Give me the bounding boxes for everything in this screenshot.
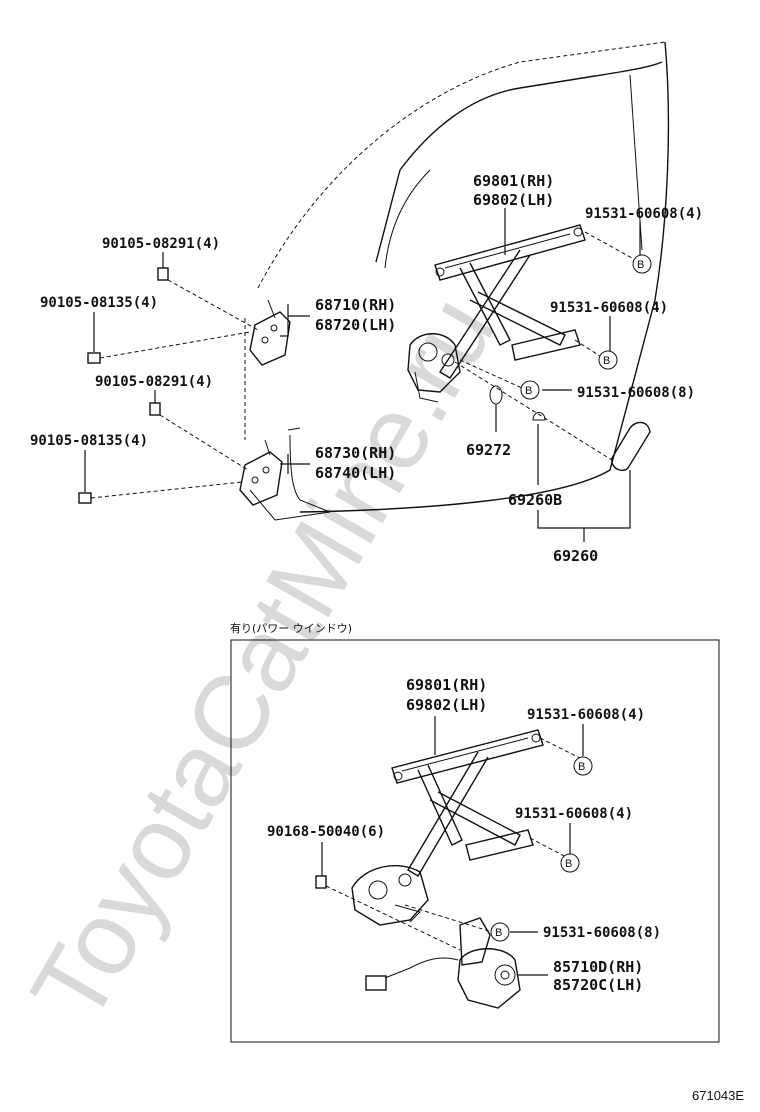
svg-text:B: B <box>603 355 610 367</box>
label-regulator-lh: 69802(LH) <box>473 191 554 209</box>
upper-hinge <box>249 299 291 366</box>
label-hinge-bolt-1: 90105-08291(4) <box>102 236 220 252</box>
window-regulator-upper <box>407 224 586 403</box>
leaders-power <box>321 716 584 976</box>
label-handle-assy: 69260 <box>553 547 598 565</box>
b-marker-4: B <box>573 756 593 776</box>
label-motor-lh: 85720C(LH) <box>553 976 643 994</box>
label-upper-hinge-rh: 68710(RH) <box>315 296 396 314</box>
figure-code: 671043E <box>692 1088 744 1103</box>
door-outline <box>244 41 670 521</box>
power-window-caption: 有り(パワー ウインドウ) <box>230 621 352 635</box>
label-lower-hinge-rh: 68730(RH) <box>315 444 396 462</box>
label-lower-hinge-lh: 68740(LH) <box>315 464 396 482</box>
svg-text:B: B <box>525 385 532 397</box>
power-screw <box>315 875 461 951</box>
power-window-frame <box>230 639 720 1043</box>
label-bolt-lower-right: 91531-60608(8) <box>577 385 695 401</box>
label-hinge-bolt-4: 90105-08135(4) <box>30 433 148 449</box>
label-pw-screw: 90168-50040(6) <box>267 824 385 840</box>
label-hinge-bolt-2: 90105-08135(4) <box>40 295 158 311</box>
label-motor-rh: 85710D(RH) <box>553 958 643 976</box>
label-bolt-mid-right: 91531-60608(4) <box>550 300 668 316</box>
label-pw-bolt-mid: 91531-60608(4) <box>515 806 633 822</box>
window-handle <box>454 361 651 472</box>
svg-text:B: B <box>637 259 644 271</box>
label-pw-regulator-lh: 69802(LH) <box>406 696 487 714</box>
window-regulator-power <box>351 729 544 926</box>
label-hinge-bolt-3: 90105-08291(4) <box>95 374 213 390</box>
label-pw-bolt-lower: 91531-60608(8) <box>543 925 661 941</box>
label-upper-hinge-lh: 68720(LH) <box>315 316 396 334</box>
svg-text:B: B <box>495 927 502 939</box>
label-pw-regulator-rh: 69801(RH) <box>406 676 487 694</box>
leaders-upper <box>84 208 641 542</box>
b-marker-3: B <box>520 380 540 400</box>
watermark: ToyotaCatMine.ru <box>9 278 517 1042</box>
lower-hinge <box>239 439 283 506</box>
window-motor <box>365 917 521 1009</box>
b-marker-6: B <box>490 922 510 942</box>
b-marker-2: B <box>598 350 618 370</box>
label-bolt-upper-right: 91531-60608(4) <box>585 206 703 222</box>
b-marker-1: B <box>632 254 652 274</box>
svg-text:B: B <box>578 761 585 773</box>
b-marker-5: B <box>560 853 580 873</box>
label-handle-sub: 69260B <box>508 491 562 509</box>
label-washer: 69272 <box>466 441 511 459</box>
svg-text:B: B <box>565 858 572 870</box>
label-regulator-rh: 69801(RH) <box>473 172 554 190</box>
label-pw-bolt-upper: 91531-60608(4) <box>527 707 645 723</box>
